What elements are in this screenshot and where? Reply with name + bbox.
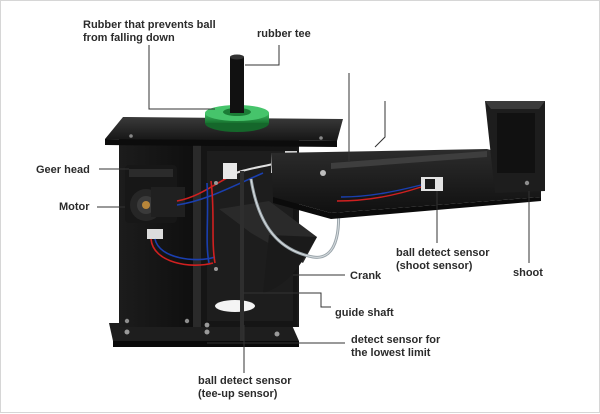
label-rubber-stopper-line2: from falling down bbox=[83, 32, 175, 44]
rubber-tee bbox=[230, 54, 244, 113]
label-shoot: shoot bbox=[513, 267, 543, 279]
label-rubber-tee: rubber tee bbox=[257, 28, 311, 40]
guide-shaft bbox=[240, 171, 244, 341]
leader-lines bbox=[97, 45, 530, 373]
label-shoot-sensor-line2: (shoot sensor) bbox=[396, 260, 473, 272]
label-crank: Crank bbox=[350, 270, 382, 282]
label-teeup-sensor-line1: ball detect sensor bbox=[198, 375, 292, 387]
shoot-sensor bbox=[320, 170, 443, 202]
label-motor: Motor bbox=[59, 201, 90, 213]
label-geer-head: Geer head bbox=[36, 164, 90, 176]
label-lowest-limit-line2: the lowest limit bbox=[351, 347, 431, 359]
label-guide-shaft: guide shaft bbox=[335, 307, 394, 319]
label-lowest-limit-line1: detect sensor for bbox=[351, 334, 441, 346]
label-rubber-stopper-line1: Rubber that prevents ball bbox=[83, 19, 216, 31]
label-teeup-sensor-line2: (tee-up sensor) bbox=[198, 388, 278, 400]
shoot-chute bbox=[271, 101, 545, 219]
label-shoot-sensor-line1: ball detect sensor bbox=[396, 247, 490, 259]
motor bbox=[125, 165, 185, 239]
